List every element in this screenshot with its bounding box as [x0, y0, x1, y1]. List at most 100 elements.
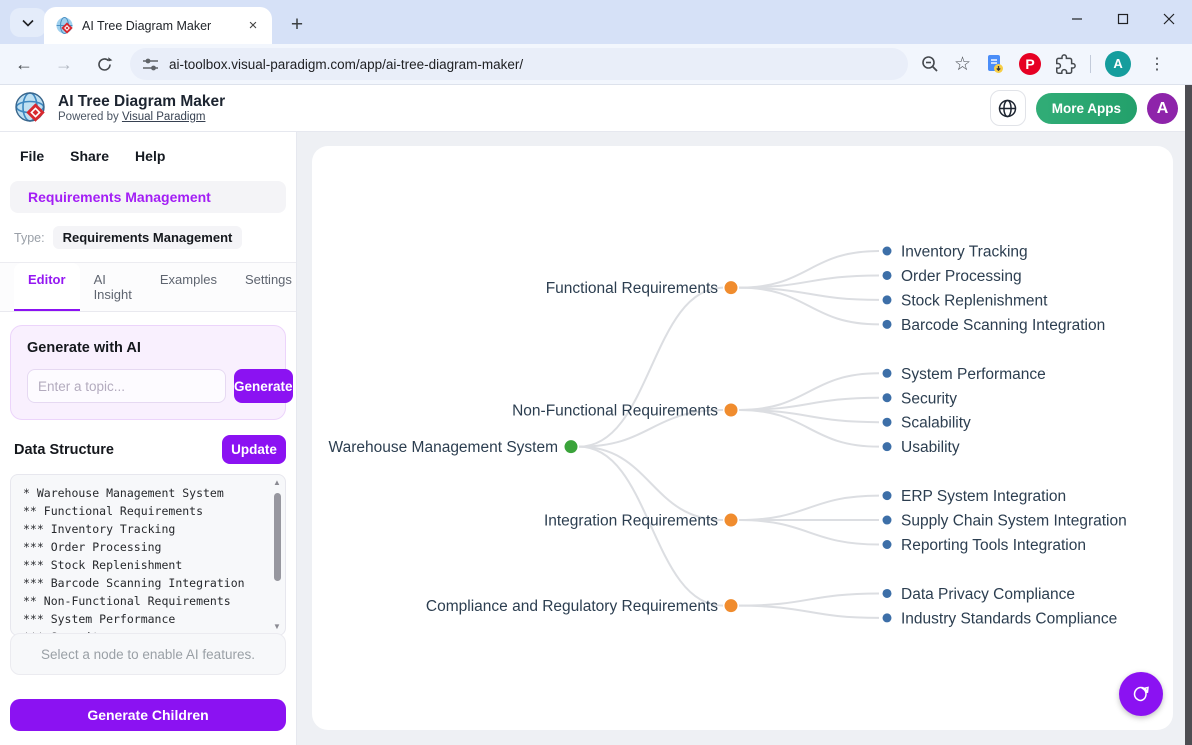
scrollbar-thumb[interactable] [274, 493, 281, 581]
site-settings-icon[interactable] [142, 57, 159, 72]
code-line: *** Order Processing [23, 540, 162, 554]
tab-examples[interactable]: Examples [159, 272, 217, 287]
data-structure-editor[interactable]: ▲ ▼ * Warehouse Management System** Func… [10, 474, 286, 636]
tree-label-leaf[interactable]: Data Privacy Compliance [901, 586, 1075, 603]
document-title-box[interactable]: Requirements Management [10, 181, 286, 213]
menu-item-share[interactable]: Share [70, 148, 110, 164]
ai-hint-box: Select a node to enable AI features. [10, 633, 286, 675]
type-value: Requirements Management [52, 226, 243, 249]
generate-button[interactable]: Generate [234, 369, 293, 403]
tree-node-leaf[interactable] [882, 295, 892, 305]
tree-label-root[interactable]: Warehouse Management System [329, 439, 558, 456]
diagram-canvas[interactable]: Warehouse Management System Functional Re… [312, 146, 1173, 730]
tree-node-branch[interactable] [724, 513, 738, 527]
tree-node-leaf[interactable] [882, 442, 892, 452]
tab-ai-insight[interactable]: AI Insight [93, 272, 132, 302]
tree-label-leaf[interactable]: Order Processing [901, 268, 1022, 285]
generate-children-button[interactable]: Generate Children [10, 699, 286, 731]
powered-by: Powered by Visual Paradigm [58, 111, 206, 123]
menu-item-file[interactable]: File [20, 148, 45, 164]
tab-close-icon[interactable]: × [248, 16, 258, 34]
tree-link [578, 445, 724, 607]
menu-item-help[interactable]: Help [135, 148, 166, 164]
tree-label-leaf[interactable]: Barcode Scanning Integration [901, 317, 1105, 334]
window-close-button[interactable] [1146, 0, 1192, 38]
tree-node-leaf[interactable] [882, 393, 892, 403]
globe-icon [998, 99, 1017, 117]
sidebar-tabs: Editor AI Insight Examples Settings [0, 263, 296, 312]
tree-label-branch[interactable]: Non-Functional Requirements [512, 402, 718, 419]
browser-profile-avatar[interactable]: A [1105, 51, 1132, 77]
tab-editor[interactable]: Editor [14, 263, 80, 311]
tab-title: AI Tree Diagram Maker [82, 18, 212, 33]
tree-node-branch[interactable] [724, 281, 738, 295]
tree-label-leaf[interactable]: Inventory Tracking [901, 244, 1028, 261]
tree-label-leaf[interactable]: Scalability [901, 415, 971, 432]
tree-node-branch[interactable] [724, 599, 738, 613]
tree-node-leaf[interactable] [882, 515, 892, 525]
code-line: *** Barcode Scanning Integration [23, 576, 245, 590]
window-minimize-button[interactable] [1054, 0, 1100, 38]
visual-paradigm-link[interactable]: Visual Paradigm [121, 111, 206, 123]
editor-scrollbar[interactable]: ▲ ▼ [271, 477, 283, 633]
browser-tabstrip: AI Tree Diagram Maker × + [0, 0, 1192, 44]
url-bar[interactable]: ai-toolbox.visual-paradigm.com/app/ai-tr… [130, 48, 908, 80]
topic-input[interactable] [27, 369, 226, 403]
browser-tab[interactable]: AI Tree Diagram Maker × [44, 7, 272, 44]
language-globe-button[interactable] [989, 90, 1026, 126]
tree-link [738, 494, 880, 522]
tree-label-branch[interactable]: Functional Requirements [546, 280, 719, 297]
forward-button[interactable]: → [55, 53, 73, 74]
ai-hint-text: Select a node to enable AI features. [41, 646, 255, 662]
tree-link [738, 408, 880, 448]
scroll-up-icon[interactable]: ▲ [273, 478, 281, 487]
tree-label-branch[interactable]: Integration Requirements [544, 513, 718, 530]
tree-node-leaf[interactable] [882, 491, 892, 501]
tree-label-leaf[interactable]: Industry Standards Compliance [901, 610, 1117, 627]
tree-node-leaf[interactable] [882, 319, 892, 329]
code-line: ** Non-Functional Requirements [23, 594, 231, 608]
tree-node-leaf[interactable] [882, 270, 892, 280]
tree-label-leaf[interactable]: System Performance [901, 366, 1046, 383]
app-avatar[interactable]: A [1147, 92, 1178, 124]
reload-button[interactable] [88, 48, 120, 80]
tree-node-leaf[interactable] [882, 246, 892, 256]
tree-label-leaf[interactable]: Reporting Tools Integration [901, 537, 1086, 554]
back-button[interactable]: ← [15, 53, 33, 74]
site-favicon [56, 17, 73, 34]
tab-settings[interactable]: Settings [244, 272, 292, 287]
tree-label-leaf[interactable]: ERP System Integration [901, 488, 1066, 505]
pinterest-extension-icon[interactable]: P [1019, 53, 1042, 75]
tree-node-leaf[interactable] [882, 588, 892, 598]
chat-fab-button[interactable] [1119, 672, 1163, 716]
more-apps-button[interactable]: More Apps [1035, 92, 1137, 124]
tree-diagram[interactable]: Warehouse Management System Functional Re… [312, 146, 1173, 730]
bookmark-star-icon[interactable]: ☆ [954, 53, 972, 75]
tree-label-leaf[interactable]: Supply Chain System Integration [901, 513, 1127, 530]
window-maximize-button[interactable] [1100, 0, 1146, 38]
tree-node-branch[interactable] [724, 403, 738, 417]
tree-node-root[interactable] [564, 440, 578, 454]
tree-link [738, 519, 880, 546]
tree-label-branch[interactable]: Compliance and Regulatory Requirements [426, 598, 718, 615]
browser-toolbar: ← → ai-toolbox.visual-paradigm.com/app/a… [0, 44, 1192, 85]
docs-offline-extension-icon[interactable] [985, 54, 1005, 74]
tree-node-leaf[interactable] [882, 417, 892, 427]
tree-label-leaf[interactable]: Security [901, 390, 957, 407]
tab-search-button[interactable] [10, 8, 46, 37]
tree-label-leaf[interactable]: Usability [901, 439, 960, 456]
browser-menu-icon[interactable]: ⋮ [1149, 56, 1166, 73]
page-scrollbar[interactable] [1185, 85, 1192, 745]
extensions-puzzle-icon[interactable] [1055, 53, 1076, 75]
tree-node-leaf[interactable] [882, 613, 892, 623]
update-button[interactable]: Update [222, 435, 286, 464]
zoom-out-icon[interactable] [920, 54, 940, 74]
scroll-down-icon[interactable]: ▼ [273, 622, 281, 631]
tree-label-leaf[interactable]: Stock Replenishment [901, 292, 1048, 309]
menu-bar: File Share Help [10, 142, 286, 168]
toolbar-right: ☆ P A ⋮ [920, 51, 1169, 77]
new-tab-button[interactable]: + [290, 13, 304, 36]
tree-node-leaf[interactable] [882, 368, 892, 378]
tree-node-leaf[interactable] [882, 540, 892, 549]
